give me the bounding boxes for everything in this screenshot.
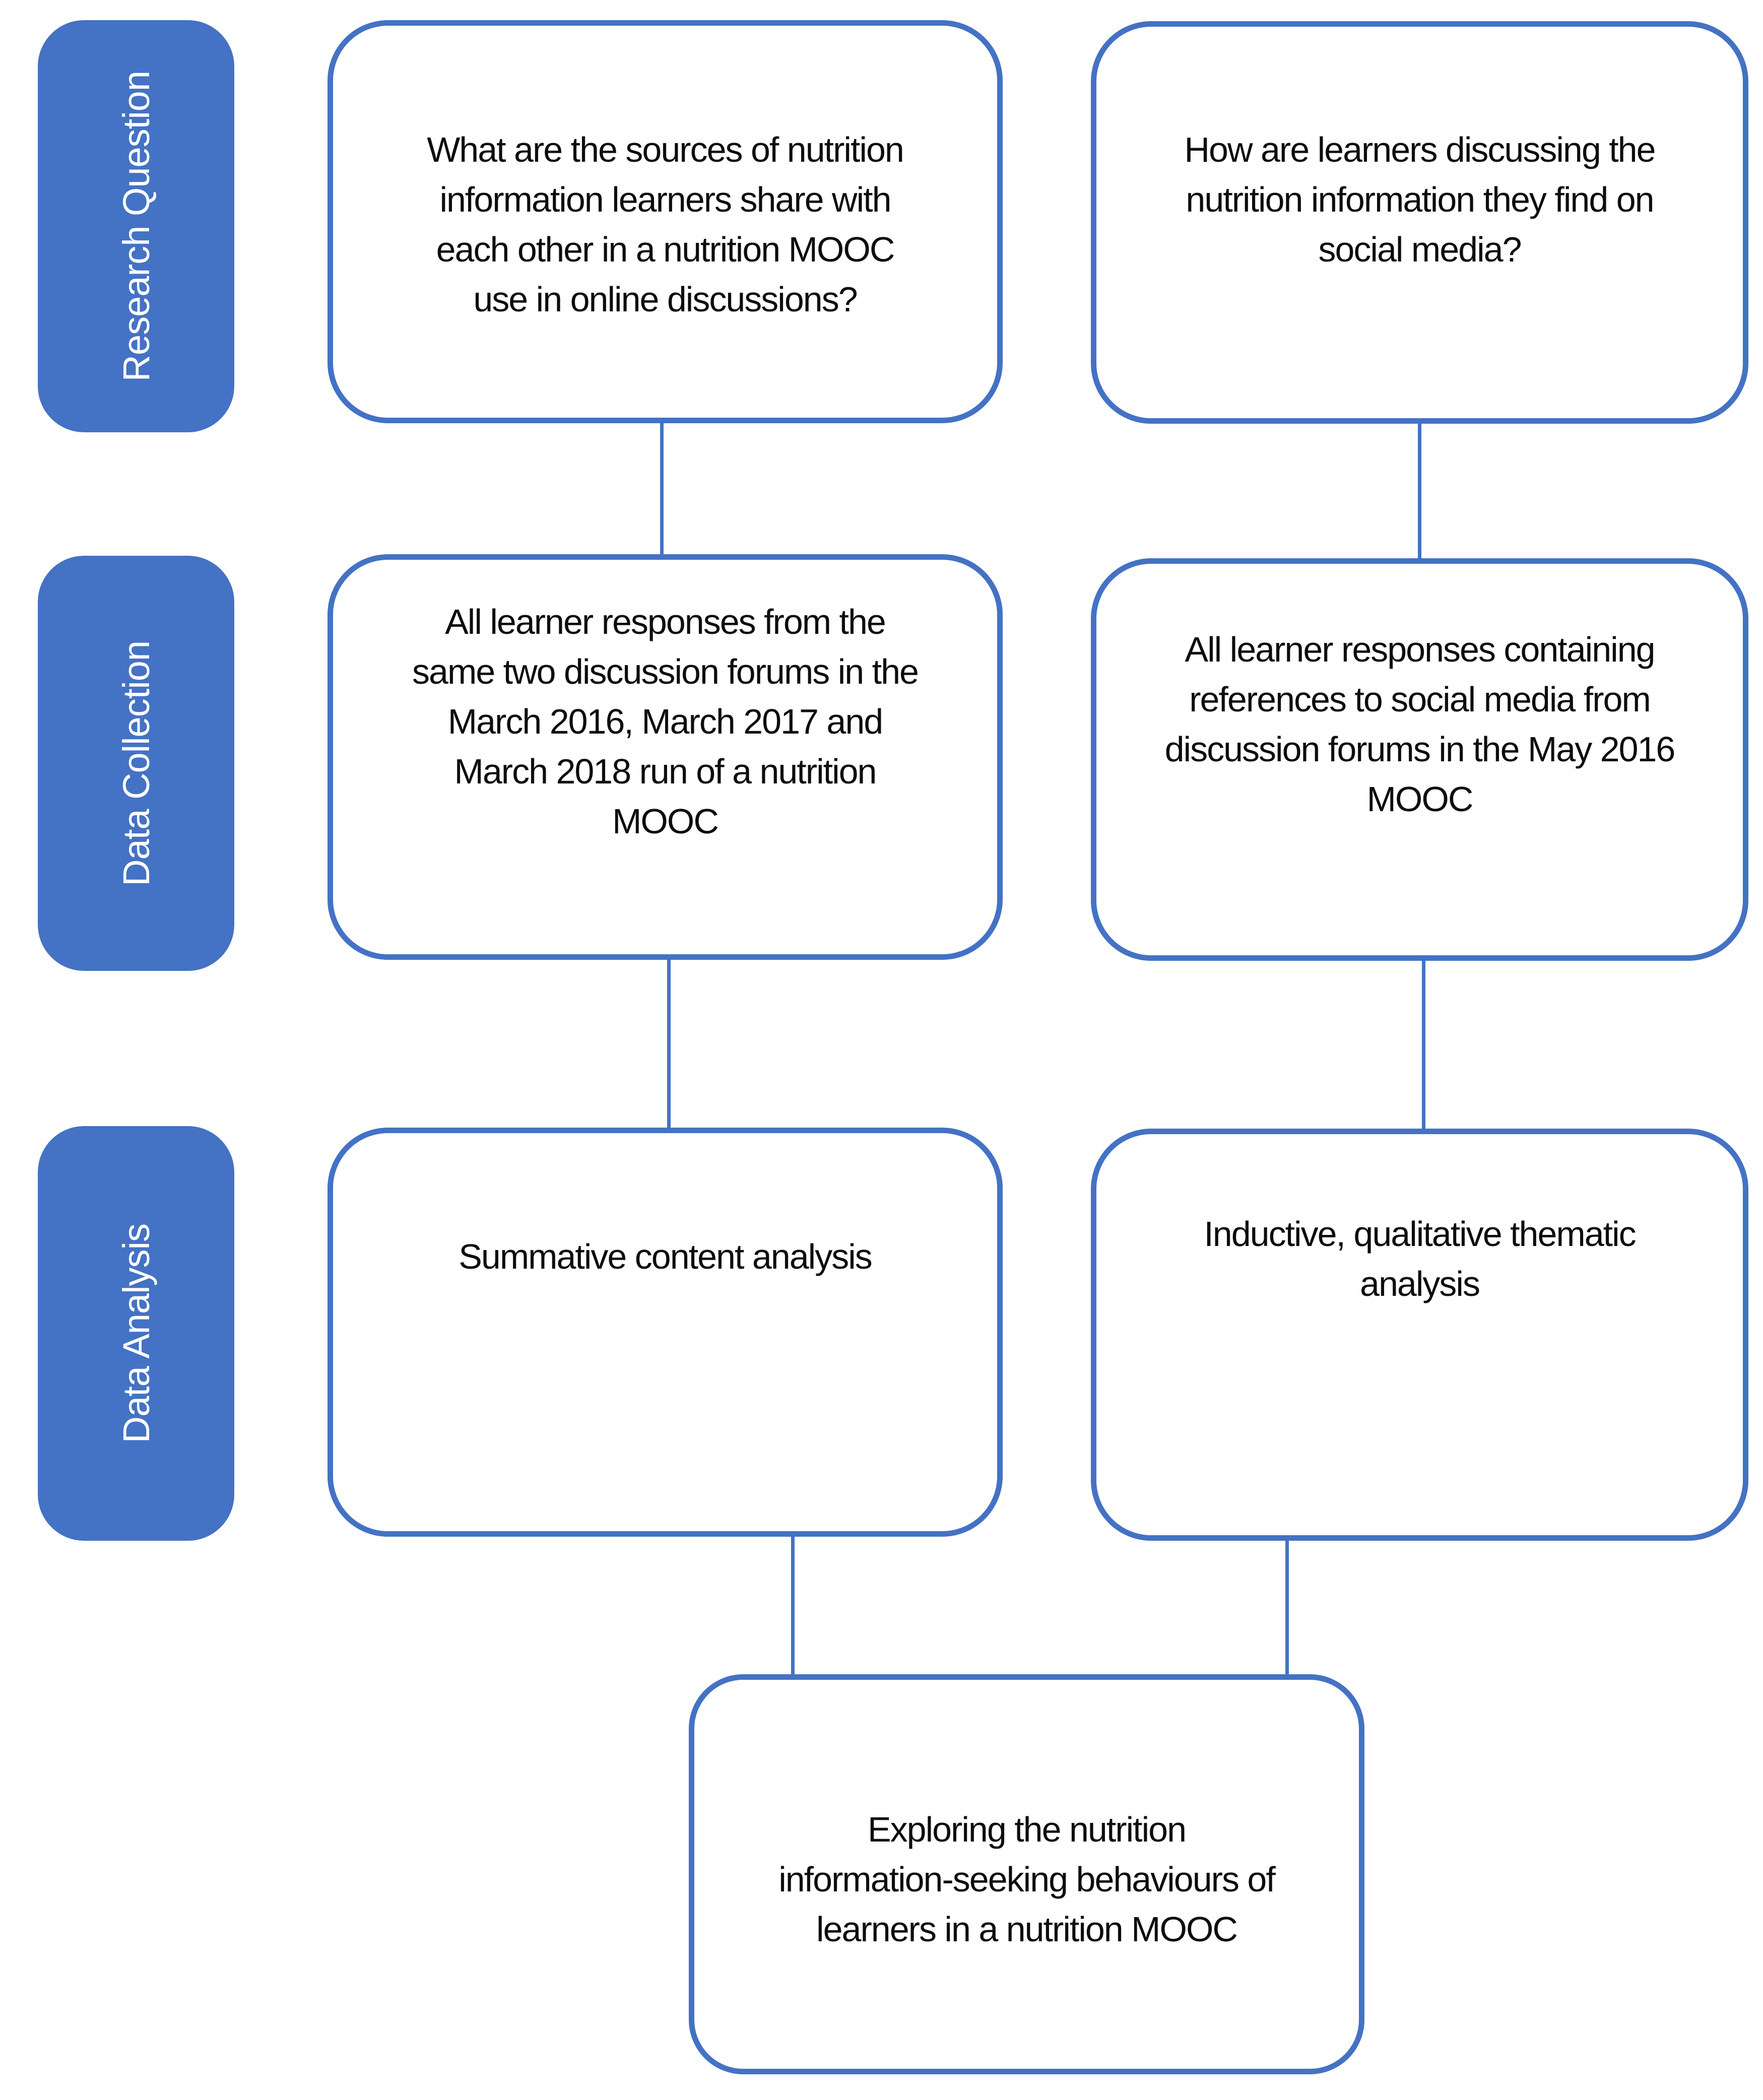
box-text: Summative content analysis [459,1236,873,1276]
box-text: All learner responses containing referen… [1164,629,1676,819]
outcome-box: Exploring the nutrition information-seek… [689,1674,1364,2074]
box-text: All learner responses from the same two … [412,602,919,841]
stage-label-data-collection: Data Collection [38,556,234,971]
box-text: How are learners discussing the nutritio… [1184,130,1656,269]
stage-label-text: Research Question [115,71,157,382]
box-text: Inductive, qualitative thematic analysis [1204,1214,1636,1303]
research-question-social-media-box: How are learners discussing the nutritio… [1091,21,1748,424]
data-collection-forums-box: All learner responses from the same two … [328,554,1003,960]
connector-da-to-outcome-right [1285,1538,1289,1679]
stage-label-research-question: Research Question [38,20,234,432]
connector-rq-to-dc-left [660,420,664,558]
data-analysis-content-analysis-box: Summative content analysis [328,1128,1003,1537]
stage-label-text: Data Collection [115,640,157,886]
stage-label-data-analysis: Data Analysis [38,1126,234,1541]
connector-dc-to-da-right [1422,958,1425,1133]
stage-label-text: Data Analysis [115,1223,157,1443]
box-text: What are the sources of nutrition inform… [427,130,904,319]
data-analysis-thematic-analysis-box: Inductive, qualitative thematic analysis [1091,1129,1748,1541]
research-question-sources-box: What are the sources of nutrition inform… [328,20,1003,423]
connector-da-to-outcome-left [791,1534,795,1679]
box-text: Exploring the nutrition information-seek… [778,1809,1276,1949]
connector-rq-to-dc-right [1418,421,1421,562]
data-collection-social-media-box: All learner responses containing referen… [1091,558,1748,961]
connector-dc-to-da-left [667,957,671,1132]
